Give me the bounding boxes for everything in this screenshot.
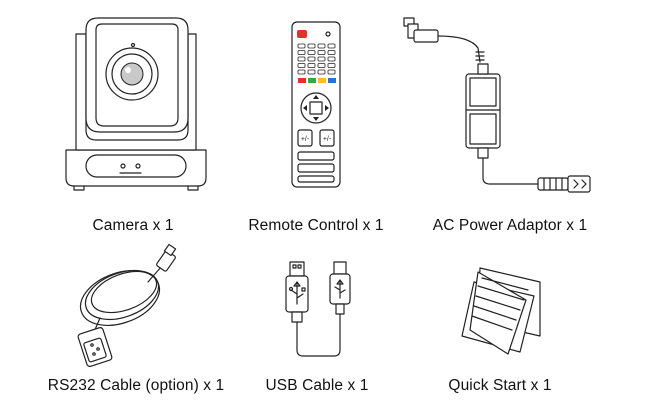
- remote-key: [307, 63, 316, 68]
- item-label: Remote Control x 1: [248, 217, 384, 234]
- remote-key: [317, 56, 326, 62]
- item-label: Camera x 1: [92, 217, 174, 234]
- remote-key: [297, 50, 306, 55]
- remote-key: [297, 63, 306, 68]
- svg-text:+/-: +/-: [323, 136, 332, 143]
- remote-key: [317, 69, 326, 75]
- svg-text:+/-: +/-: [301, 136, 310, 143]
- remote-key: [317, 63, 326, 68]
- remote-key: [327, 43, 336, 49]
- remote-key: [297, 43, 306, 49]
- remote-key: [307, 43, 316, 49]
- item-label: USB Cable x 1: [265, 377, 369, 394]
- remote-key: [307, 56, 316, 62]
- remote-key: [307, 50, 316, 55]
- remote-key: [327, 63, 336, 68]
- remote-key: [317, 50, 326, 55]
- remote-key: [317, 43, 326, 49]
- item-label: RS232 Cable (option) x 1: [47, 377, 225, 394]
- remote-key: [297, 56, 306, 62]
- remote-key: [297, 69, 306, 75]
- remote-key: [327, 50, 336, 55]
- remote-key: [307, 69, 316, 75]
- remote-key: [327, 69, 336, 75]
- remote-key: [327, 56, 336, 62]
- item-label: Quick Start x 1: [448, 377, 552, 394]
- item-label: AC Power Adaptor x 1: [432, 217, 588, 234]
